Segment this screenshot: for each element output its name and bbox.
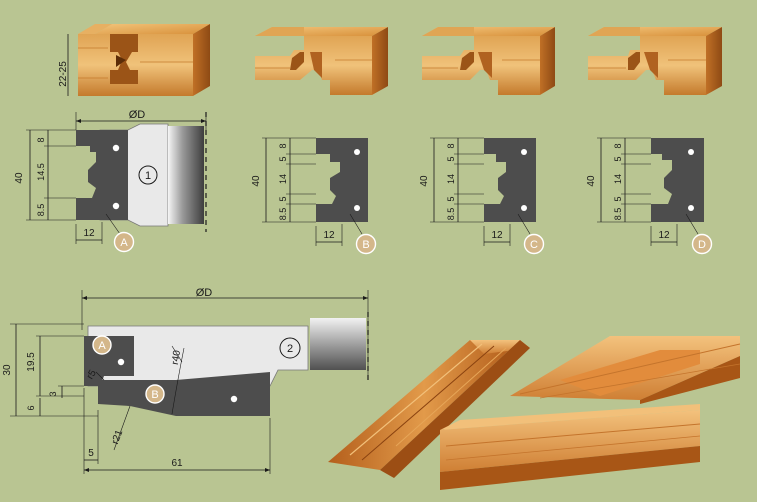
knife-b-dim-4: 5	[278, 196, 288, 201]
knife-a-width: 12	[83, 228, 95, 239]
knife-b-width: 12	[323, 230, 335, 241]
knife-a-dimensions: 40 8 14.5 8.5 12 A	[14, 129, 135, 253]
tool-2-knife-a-badge	[92, 335, 112, 355]
dim-height-total: 30	[2, 364, 13, 376]
knife-d-dim-3: 14	[613, 174, 623, 184]
tool-1-badge	[138, 165, 158, 185]
tool-2-badge	[279, 337, 301, 359]
wood-profile-a	[78, 24, 210, 96]
knife-c-dim-2: 5	[446, 156, 456, 161]
knife-c	[484, 138, 536, 222]
knife-c-letter: C	[530, 239, 538, 251]
dim-6: 6	[26, 405, 36, 410]
knife-d-height: 40	[586, 175, 597, 187]
wood-thickness-label: 22-25	[58, 61, 69, 87]
tool-1-number: 1	[145, 170, 151, 182]
knife-d-width: 12	[658, 230, 670, 241]
knife-d	[651, 138, 704, 222]
dim-width-total: 61	[171, 458, 183, 469]
knife-a-badge	[113, 231, 135, 253]
knife-b-height: 40	[251, 175, 262, 187]
tool-2-dimensions: 30 19.5 3 6 5 61	[2, 323, 271, 474]
knife-d-dim-2: 5	[613, 156, 623, 161]
knife-a-dim-mid: 14.5	[36, 163, 46, 181]
knife-c-dim-3: 14	[446, 174, 456, 184]
knife-a-letter: A	[120, 237, 128, 249]
tool-1-assembly: ØD 1	[75, 109, 207, 232]
radius-r40: r40	[170, 349, 183, 366]
knife-d-letter: D	[698, 239, 706, 251]
knife-b-dim-2: 5	[278, 156, 288, 161]
knife-c-dim-4: 5	[446, 196, 456, 201]
knife-c-badge	[523, 233, 545, 255]
knife-b-dim-5: 8.5	[278, 208, 288, 221]
tool-2-diameter-label: ØD	[196, 287, 213, 299]
knife-a-dim-bot: 8.5	[36, 204, 46, 217]
knife-b-badge	[355, 233, 377, 255]
knife-a-dim-top: 8	[36, 137, 46, 142]
knife-c-dimensions: 40 8 5 14 5 8.5 12 C	[419, 137, 545, 255]
tool-2-assembly: ØD 2 A B r40 r5 r21	[81, 287, 369, 451]
knife-d-badge	[691, 233, 713, 255]
dim-width-small: 5	[88, 448, 94, 459]
knife-b-dim-1: 8	[278, 143, 288, 148]
knife-d-dim-4: 5	[613, 196, 623, 201]
tool-2-knife-b-badge	[145, 384, 165, 404]
tool-2-knife-a-letter: A	[98, 340, 106, 352]
knife-d-dim-5: 8.5	[613, 208, 623, 221]
joined-planks-illustration	[328, 336, 741, 490]
knife-b	[316, 138, 368, 222]
dim-height-upper: 19.5	[26, 352, 37, 372]
knife-c-height: 40	[419, 175, 430, 187]
diameter-label: ØD	[129, 109, 146, 121]
knife-a-height: 40	[14, 172, 25, 184]
knife-b-letter: B	[362, 239, 369, 251]
knife-b-dimensions: 40 8 5 14 5 8.5 12 B	[251, 137, 377, 255]
dim-3: 3	[48, 391, 58, 396]
radius-r21: r21	[110, 428, 125, 446]
tool-2-number: 2	[287, 343, 293, 355]
tool-2-knife-b-letter: B	[151, 389, 158, 401]
wood-profile-c	[422, 27, 555, 95]
knife-d-dimensions: 40 8 5 14 5 8.5 12 D	[586, 137, 713, 255]
knife-c-width: 12	[491, 230, 503, 241]
knife-c-dim-5: 8.5	[446, 208, 456, 221]
wood-profile-d	[588, 27, 722, 95]
knife-b-dim-3: 14	[278, 174, 288, 184]
knife-d-dim-1: 8	[613, 143, 623, 148]
knife-c-dim-1: 8	[446, 143, 456, 148]
wood-profile-b	[255, 27, 388, 95]
